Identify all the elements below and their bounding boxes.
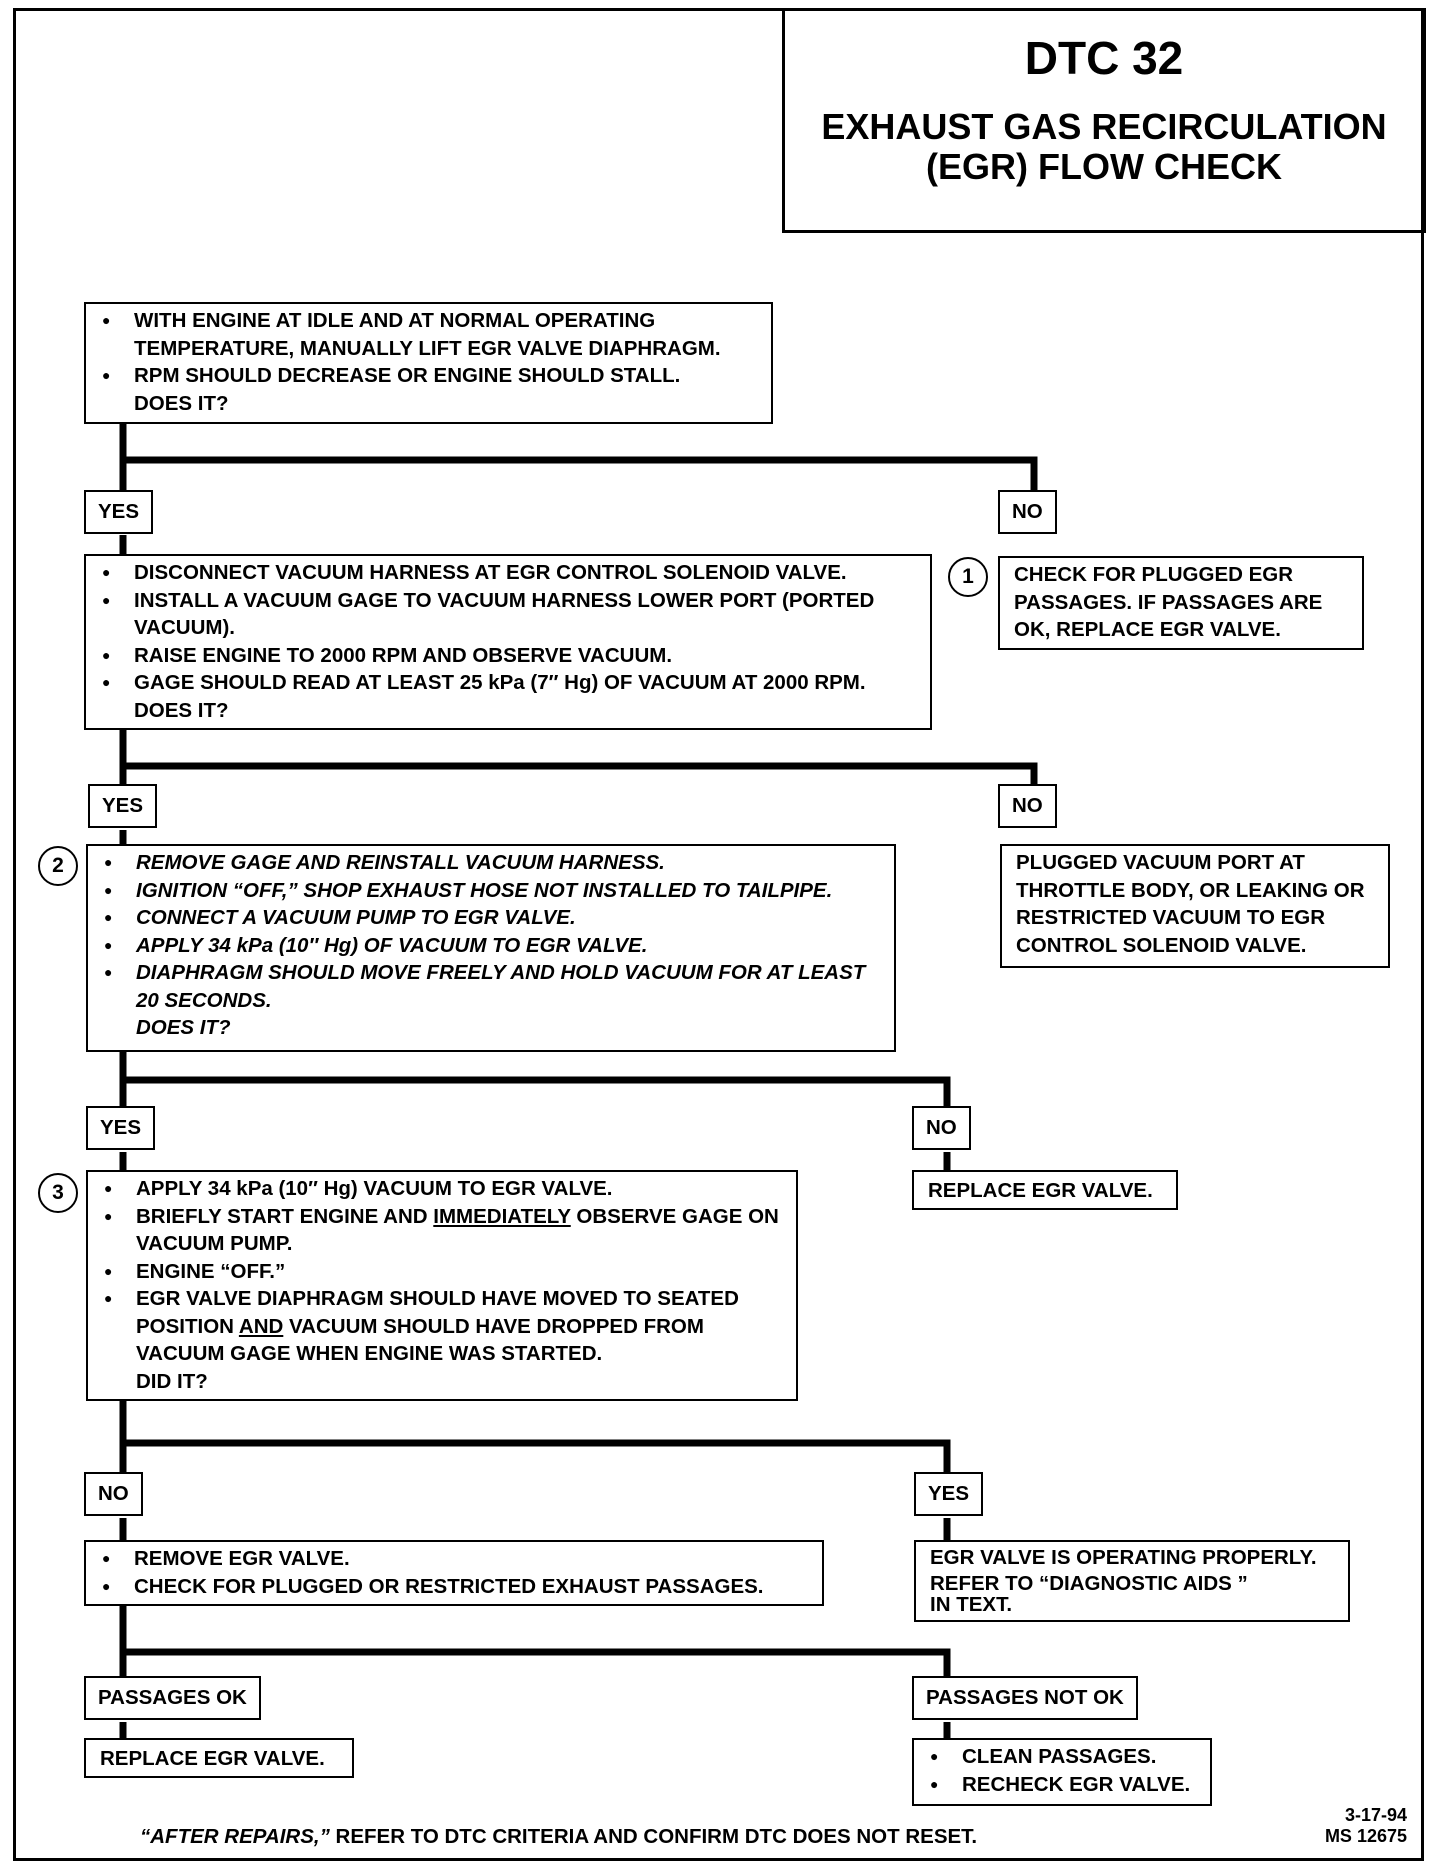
step-bullet: RPM SHOULD DECREASE OR ENGINE SHOULD STA…: [100, 362, 761, 390]
step-bullet: DISCONNECT VACUUM HARNESS AT EGR CONTROL…: [100, 559, 920, 587]
step-no-plugged-passages: CHECK FOR PLUGGED EGR PASSAGES. IF PASSA…: [998, 556, 1364, 650]
result-replace-egr-valve: REPLACE EGR VALVE.: [912, 1170, 1178, 1210]
step-bullet: WITH ENGINE AT IDLE AND AT NORMAL OPERAT…: [100, 307, 761, 362]
title-line-2: (EGR) FLOW CHECK: [926, 146, 1282, 187]
passages-not-ok-label: PASSAGES NOT OK: [912, 1676, 1138, 1720]
result-text: IN TEXT.: [930, 1593, 1013, 1616]
step-bullet: IGNITION “OFF,” SHOP EXHAUST HOSE NOT IN…: [102, 877, 884, 905]
step-question: DOES IT?: [134, 391, 229, 415]
result-text: REPLACE EGR VALVE.: [100, 1747, 325, 1770]
step-bullet: CLEAN PASSAGES.: [928, 1743, 1200, 1771]
document-stamp: 3-17-94 MS 12675: [1307, 1805, 1407, 1847]
title-line-1: EXHAUST GAS RECIRCULATION: [821, 106, 1387, 147]
step-bullet: BRIEFLY START ENGINE AND IMMEDIATELY OBS…: [102, 1203, 786, 1258]
no-label: NO: [912, 1106, 971, 1150]
result-replace-egr-valve-final: REPLACE EGR VALVE.: [84, 1738, 354, 1778]
note-number-2: 2: [38, 846, 78, 886]
no-label: NO: [998, 490, 1057, 534]
step-vacuum-pump-check: REMOVE GAGE AND REINSTALL VACUUM HARNESS…: [86, 844, 896, 1052]
step-no-plugged-vacuum-port: PLUGGED VACUUM PORT AT THROTTLE BODY, OR…: [1000, 844, 1390, 968]
bullet-text: EGR VALVE DIAPHRAGM SHOULD HAVE MOVED TO…: [136, 1287, 739, 1338]
bullet-text: OBSERVE GAGE ON VACUUM PUMP.: [136, 1204, 779, 1256]
step-bullet: REMOVE EGR VALVE.: [100, 1545, 812, 1573]
result-egr-operating-properly: EGR VALVE IS OPERATING PROPERLY. REFER T…: [914, 1540, 1350, 1622]
yes-label: YES: [88, 784, 158, 828]
step-engine-start-check: APPLY 34 kPa (10″ Hg) VACUUM TO EGR VALV…: [86, 1170, 798, 1401]
yes-label: YES: [86, 1106, 156, 1150]
result-text: REPLACE EGR VALVE.: [928, 1179, 1153, 1202]
step-bullet: ENGINE “OFF.”: [102, 1258, 786, 1286]
title-box: DTC 32 EXHAUST GAS RECIRCULATION (EGR) F…: [782, 8, 1426, 233]
step-bullet: APPLY 34 kPa (10″ Hg) VACUUM TO EGR VALV…: [102, 1175, 786, 1203]
bullet-text: BRIEFLY START ENGINE AND: [136, 1204, 434, 1228]
step-bullet: RAISE ENGINE TO 2000 RPM AND OBSERVE VAC…: [100, 642, 920, 670]
note-number-3: 3: [38, 1173, 78, 1213]
step-bullet: EGR VALVE DIAPHRAGM SHOULD HAVE MOVED TO…: [102, 1285, 786, 1368]
footer-text: REFER TO DTC CRITERIA AND CONFIRM DTC DO…: [329, 1825, 978, 1848]
note-number-1: 1: [948, 557, 988, 597]
footer-emphasis: “AFTER REPAIRS,”: [140, 1825, 330, 1848]
step-question: DOES IT?: [136, 1016, 231, 1039]
step-bullet: DIAPHRAGM SHOULD MOVE FREELY AND HOLD VA…: [102, 959, 884, 1014]
result-clean-passages: CLEAN PASSAGES. RECHECK EGR VALVE.: [912, 1738, 1212, 1806]
step-initial-check: WITH ENGINE AT IDLE AND AT NORMAL OPERAT…: [84, 302, 773, 424]
step-question: DID IT?: [136, 1369, 208, 1393]
step-bullet: INSTALL A VACUUM GAGE TO VACUUM HARNESS …: [100, 587, 920, 642]
stamp-date: 3-17-94: [1344, 1805, 1407, 1825]
step-question: DOES IT?: [134, 698, 229, 722]
footer-note: “AFTER REPAIRS,” REFER TO DTC CRITERIA A…: [140, 1825, 977, 1849]
result-text: CHECK FOR PLUGGED EGR PASSAGES. IF PASSA…: [1014, 563, 1323, 641]
step-bullet: APPLY 34 kPa (10″ Hg) OF VACUUM TO EGR V…: [102, 932, 884, 960]
step-bullet: RECHECK EGR VALVE.: [928, 1771, 1200, 1799]
step-remove-egr-valve: REMOVE EGR VALVE. CHECK FOR PLUGGED OR R…: [84, 1540, 824, 1606]
step-bullet: REMOVE GAGE AND REINSTALL VACUUM HARNESS…: [102, 849, 884, 877]
emphasis-text: AND: [238, 1314, 284, 1338]
emphasis-text: IMMEDIATELY: [433, 1204, 571, 1228]
stamp-code: MS 12675: [1324, 1826, 1407, 1846]
result-text: PLUGGED VACUUM PORT AT THROTTLE BODY, OR…: [1016, 851, 1365, 957]
yes-label: YES: [84, 490, 154, 534]
result-text: EGR VALVE IS OPERATING PROPERLY.: [930, 1546, 1317, 1569]
no-label: NO: [998, 784, 1057, 828]
no-label: NO: [84, 1472, 143, 1516]
step-vacuum-gage-check: DISCONNECT VACUUM HARNESS AT EGR CONTROL…: [84, 554, 932, 730]
yes-label: YES: [914, 1472, 984, 1516]
dtc-code: DTC 32: [1024, 32, 1184, 84]
passages-ok-label: PASSAGES OK: [84, 1676, 261, 1720]
result-text: REFER TO “DIAGNOSTIC AIDS ”: [930, 1572, 1248, 1595]
bullet-text: VACUUM SHOULD HAVE DROPPED FROM VACUUM G…: [136, 1314, 704, 1366]
page-frame: [13, 8, 1424, 1861]
step-bullet: GAGE SHOULD READ AT LEAST 25 kPa (7″ Hg)…: [100, 669, 920, 697]
step-bullet: CONNECT A VACUUM PUMP TO EGR VALVE.: [102, 904, 884, 932]
step-bullet: CHECK FOR PLUGGED OR RESTRICTED EXHAUST …: [100, 1573, 812, 1601]
